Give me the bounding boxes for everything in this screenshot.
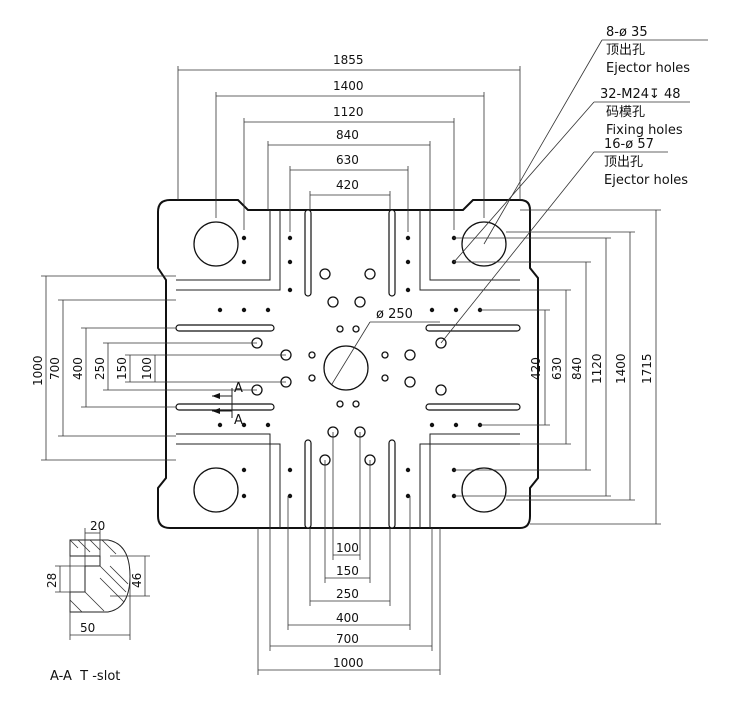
dim-left-400: 400 [71,357,85,380]
callout-fixing-m24: 32-M24↧ 48 码模孔 Fixing holes [600,87,683,138]
dim-bottom-150: 150 [336,564,359,578]
dim-left-150: 150 [115,357,129,380]
platen-outline [157,199,539,529]
center-diameter-label: ø 250 [376,307,413,322]
dim-top-420: 420 [336,178,359,192]
section-mark-bottom: A [234,413,243,428]
right-dimension-labels: 420 630 840 1120 1400 1715 [529,353,654,384]
tie-bar-holes [193,221,507,513]
dim-bottom-100: 100 [336,541,359,555]
callout-leaders [331,39,708,385]
section-mark-top: A [234,381,243,396]
top-dimension-labels: 1855 1400 1120 840 630 420 [333,53,364,192]
callout-spec: 16-ø 57 [604,137,654,152]
dim-left-1000: 1000 [31,355,45,386]
bottom-dimension-lines [257,432,441,675]
t-slot-detail: 20 28 46 50 [45,519,150,640]
callout-cn: 顶出孔 [606,43,645,58]
section-markers: A A [212,381,243,428]
t-slots-vertical [304,209,396,529]
callout-spec: 8-ø 35 [606,25,648,40]
dim-top-840: 840 [336,128,359,142]
dim-bottom-700: 700 [336,632,359,646]
dim-right-1120: 1120 [590,353,604,384]
callout-en: Fixing holes [606,123,683,138]
callout-ejector-35: 8-ø 35 顶出孔 Ejector holes [606,25,690,76]
tslot-dim-28: 28 [45,573,59,588]
tslot-dim-46: 46 [130,573,144,588]
center-hole [323,345,369,391]
dim-right-1400: 1400 [614,353,628,384]
dim-bottom-250: 250 [336,587,359,601]
dim-bottom-400: 400 [336,611,359,625]
tslot-dim-20: 20 [90,519,105,533]
dim-right-420: 420 [529,357,543,380]
tie-bar-hole-tl [193,221,239,267]
dim-right-840: 840 [570,357,584,380]
dim-left-100: 100 [140,357,154,380]
callout-spec: 32-M24↧ 48 [600,87,681,102]
tie-bar-hole-br [461,467,507,513]
dim-left-700: 700 [48,357,62,380]
callout-en: Ejector holes [604,173,688,188]
callout-ejector-57: 16-ø 57 顶出孔 Ejector holes [604,137,688,188]
corner-brackets [176,210,520,528]
left-dimension-labels: 1000 700 400 250 150 100 [31,355,154,386]
dim-top-1120: 1120 [333,105,364,119]
dim-left-250: 250 [93,357,107,380]
callout-cn: 码模孔 [606,105,645,120]
callout-en: Ejector holes [606,61,690,76]
fixing-holes [217,235,483,499]
top-dimension-lines [177,66,521,232]
tslot-dim-50: 50 [80,621,95,635]
callout-cn: 顶出孔 [604,155,643,170]
dim-top-1400: 1400 [333,79,364,93]
dim-top-1855: 1855 [333,53,364,67]
dim-bottom-1000: 1000 [333,656,364,670]
left-dimension-lines [41,275,286,461]
tslot-caption: A-A T -slot [50,669,120,684]
tie-bar-hole-bl [193,467,239,513]
dim-right-1715: 1715 [640,353,654,384]
right-dimension-lines [454,209,661,525]
dim-right-630: 630 [550,357,564,380]
dim-top-630: 630 [336,153,359,167]
bottom-dimension-labels: 100 150 250 400 700 1000 [333,541,364,670]
